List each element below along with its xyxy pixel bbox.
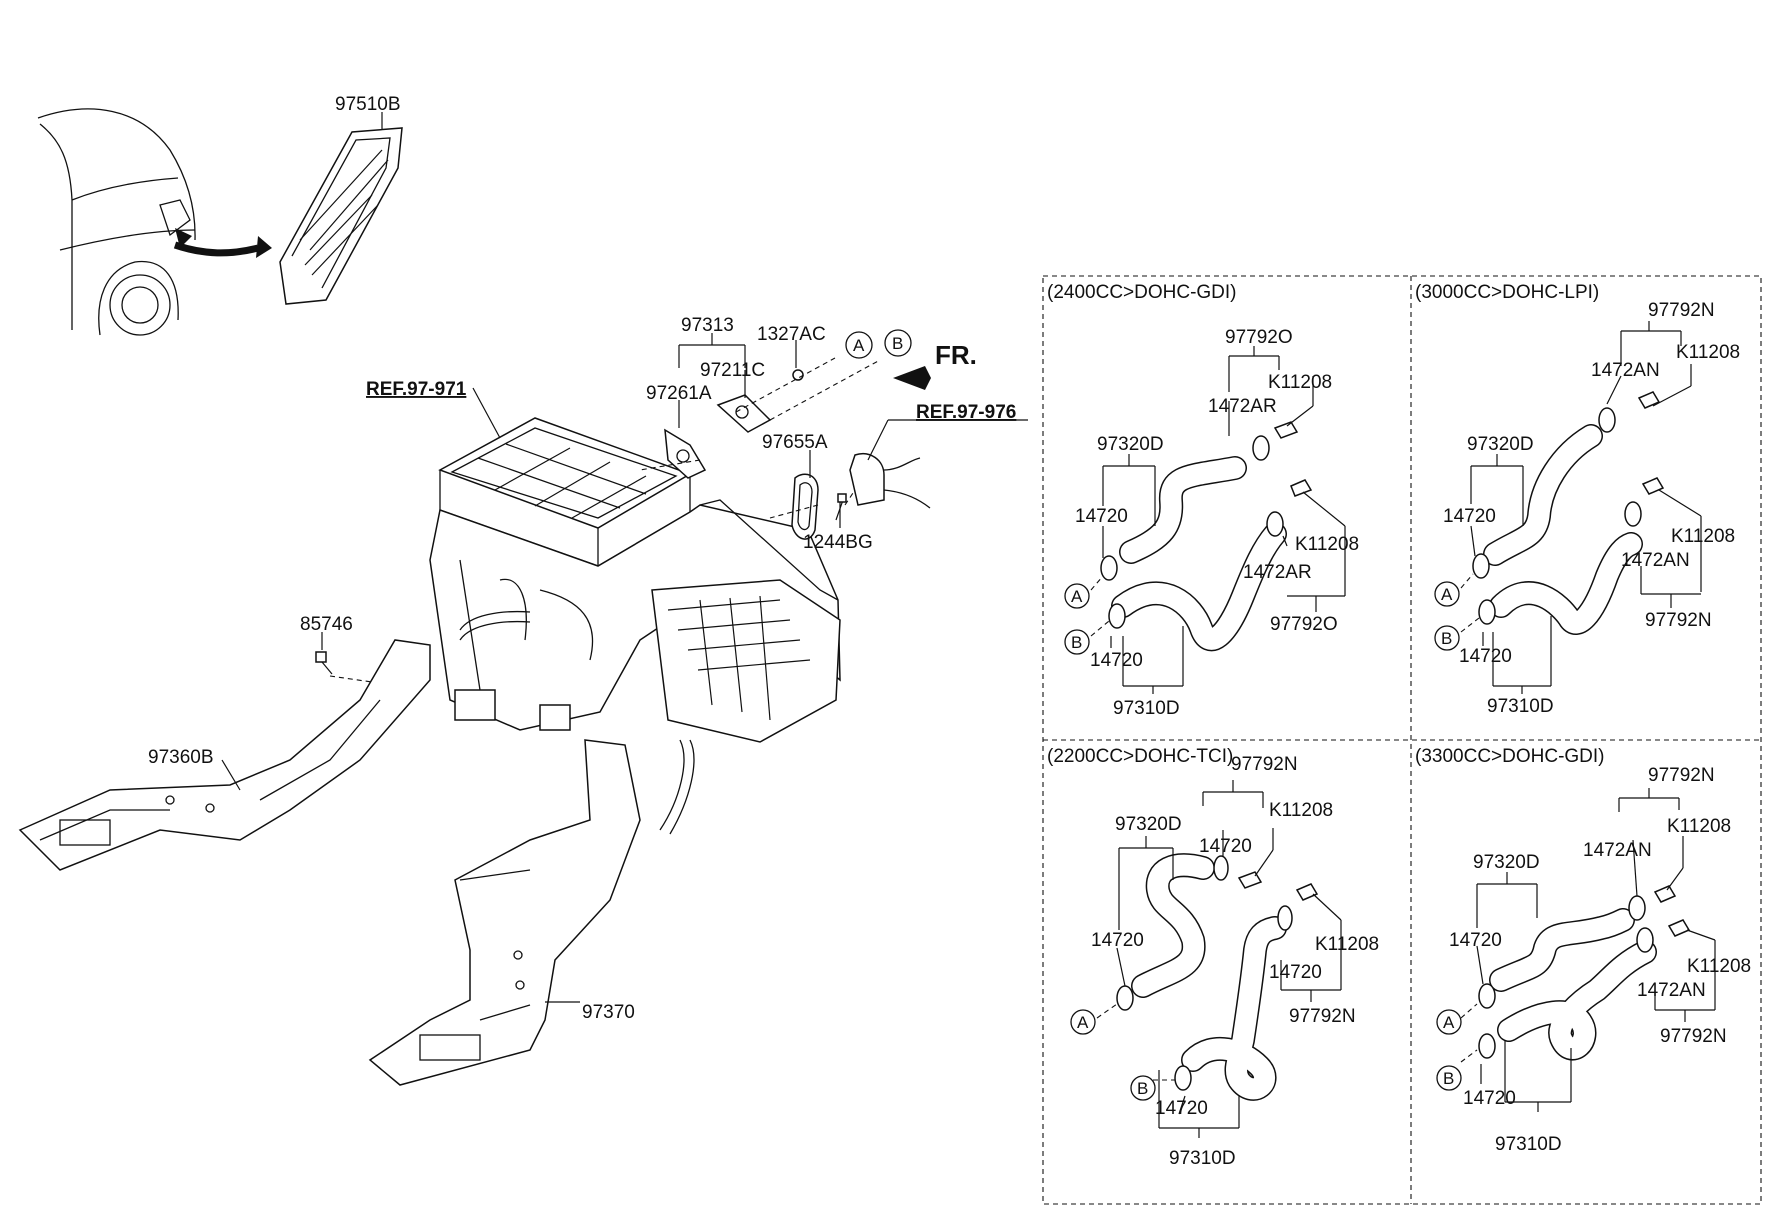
circle-a-label: A — [1077, 1013, 1089, 1032]
label-97792o-bottom: 97792O — [1270, 614, 1338, 635]
circle-a-label: A — [1443, 1013, 1455, 1032]
panel-3300cc: (3300CC>DOHC-GDI) 97792N — [1415, 746, 1751, 1155]
label-97792o-top: 97792O — [1225, 327, 1293, 348]
label-97792n-top: 97792N — [1648, 765, 1715, 786]
label-1244bg: 1244BG — [803, 532, 873, 553]
front-arrow-icon — [893, 366, 931, 390]
label-97370: 97370 — [582, 1002, 635, 1023]
panel-title: (3300CC>DOHC-GDI) — [1415, 746, 1605, 767]
label-14720-a: 14720 — [1091, 930, 1144, 951]
label-97655a: 97655A — [762, 432, 828, 453]
label-97792n-top: 97792N — [1648, 300, 1715, 321]
label-14720-b: 14720 — [1459, 646, 1512, 667]
panel-2200cc: (2200CC>DOHC-TCI) 97792N — [1047, 746, 1379, 1169]
hvac-unit — [429, 417, 931, 835]
label-97320d: 97320D — [1115, 814, 1182, 835]
label-97792n-bottom: 97792N — [1660, 1026, 1727, 1047]
label-97510b: 97510B — [335, 94, 401, 115]
panel-2400cc: (2400CC>DOHC-GDI) — [1047, 282, 1359, 719]
circle-b-label: B — [1137, 1079, 1148, 1098]
label-97792n-bottom: 97792N — [1645, 610, 1712, 631]
label-85746: 85746 — [300, 614, 353, 635]
engine-variants-box — [1042, 275, 1762, 1205]
label-97310d: 97310D — [1495, 1134, 1562, 1155]
label-97310d: 97310D — [1169, 1148, 1236, 1169]
label-1472an-top: 1472AN — [1591, 360, 1660, 381]
label-1472ar-mid: 1472AR — [1243, 562, 1312, 583]
label-k11208-mid: K11208 — [1295, 534, 1359, 555]
label-1327ac: 1327AC — [757, 324, 826, 345]
label-k11208-top: K11208 — [1667, 816, 1731, 837]
label-1472ar-top: 1472AR — [1208, 396, 1277, 417]
car-rear-illustration — [37, 108, 272, 336]
label-97310d: 97310D — [1113, 698, 1180, 719]
label-1472an-mid: 1472AN — [1621, 550, 1690, 571]
label-14720-b: 14720 — [1155, 1098, 1208, 1119]
ref-97-976: REF.97-976 — [916, 402, 1016, 423]
main-labels: 97313 1327AC 97211C 97261A 97655A 1244BG… — [148, 315, 1016, 1023]
label-97792n-top: 97792N — [1231, 754, 1298, 775]
label-14720-b: 14720 — [1090, 650, 1143, 671]
label-14720-a: 14720 — [1075, 506, 1128, 527]
circle-b-label: B — [1441, 629, 1452, 648]
panel-3000cc: (3000CC>DOHC-LPI) 97792N — [1415, 282, 1740, 717]
label-14720-b: 14720 — [1463, 1088, 1516, 1109]
panel-title: (3000CC>DOHC-LPI) — [1415, 282, 1599, 303]
label-97320d: 97320D — [1467, 434, 1534, 455]
label-14720-a: 14720 — [1449, 930, 1502, 951]
label-97320d: 97320D — [1097, 434, 1164, 455]
label-1472an-mid: 1472AN — [1637, 980, 1706, 1001]
label-97211c: 97211C — [700, 360, 765, 381]
label-1472an-top: 1472AN — [1583, 840, 1652, 861]
label-k11208-mid: K11208 — [1671, 526, 1735, 547]
duct-97360b — [18, 639, 431, 871]
front-label: FR. — [935, 340, 977, 370]
label-97792n-bottom: 97792N — [1289, 1006, 1356, 1027]
label-k11208-mid: K11208 — [1687, 956, 1751, 977]
circle-a-label: A — [1071, 587, 1083, 606]
label-k11208-top: K11208 — [1269, 800, 1333, 821]
label-k11208-top: K11208 — [1676, 342, 1740, 363]
label-97261a: 97261A — [646, 383, 712, 404]
ref-97-971: REF.97-971 — [366, 379, 467, 400]
label-97360b: 97360B — [148, 747, 214, 768]
label-14720-top: 14720 — [1199, 836, 1252, 857]
circle-a-label: A — [853, 336, 865, 355]
circle-b-label: B — [892, 334, 903, 353]
label-14720-mid: 14720 — [1269, 962, 1322, 983]
panel-title: (2400CC>DOHC-GDI) — [1047, 282, 1237, 303]
grille-97510b: 97510B — [279, 94, 403, 305]
duct-97370 — [368, 739, 641, 1086]
label-k11208-mid: K11208 — [1315, 934, 1379, 955]
label-97320d: 97320D — [1473, 852, 1540, 873]
label-k11208-top: K11208 — [1268, 372, 1332, 393]
label-97310d: 97310D — [1487, 696, 1554, 717]
panel-title: (2200CC>DOHC-TCI) — [1047, 746, 1233, 767]
circle-b-label: B — [1071, 633, 1082, 652]
circle-b-label: B — [1443, 1069, 1454, 1088]
circle-a-label: A — [1441, 585, 1453, 604]
label-14720-a: 14720 — [1443, 506, 1496, 527]
label-97313: 97313 — [681, 315, 734, 336]
main-leader-lines — [221, 333, 1028, 1003]
